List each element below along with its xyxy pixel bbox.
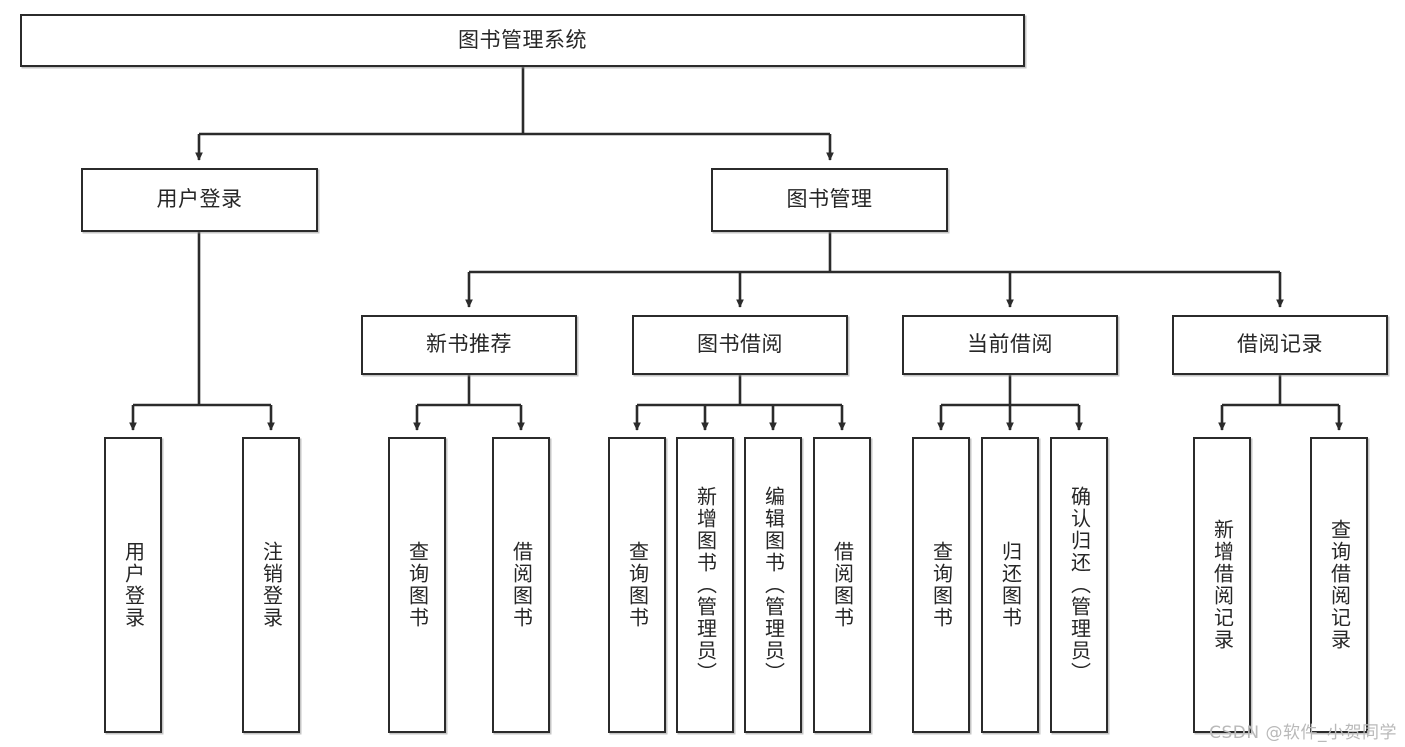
- node-leaf-add-record[interactable]: 新增借阅记录: [1193, 437, 1251, 733]
- node-leaf-query-book-3[interactable]: 查询图书: [912, 437, 970, 733]
- node-label: 编辑图书（管理员）: [761, 486, 786, 684]
- node-label: 查询图书: [929, 541, 954, 629]
- node-label: 用户登录: [156, 187, 243, 212]
- node-label: 图书管理系统: [458, 27, 587, 52]
- node-leaf-confirm-return[interactable]: 确认归还（管理员）: [1050, 437, 1108, 733]
- node-leaf-logout-login[interactable]: 注销登录: [242, 437, 300, 733]
- node-leaf-borrow-book-2[interactable]: 借阅图书: [813, 437, 871, 733]
- node-label: 新增图书（管理员）: [693, 486, 718, 684]
- node-label: 图书管理: [786, 187, 873, 212]
- node-label: 查询图书: [625, 541, 650, 629]
- node-leaf-user-login[interactable]: 用户登录: [104, 437, 162, 733]
- node-label: 新书推荐: [426, 332, 512, 357]
- node-leaf-borrow-book-1[interactable]: 借阅图书: [492, 437, 550, 733]
- node-leaf-query-book-1[interactable]: 查询图书: [388, 437, 446, 733]
- node-label: 查询图书: [405, 541, 430, 629]
- node-book-borrow[interactable]: 图书借阅: [632, 315, 848, 375]
- node-label: 用户登录: [121, 541, 146, 629]
- watermark-text: CSDN @软件_小贺同学: [1209, 723, 1397, 743]
- node-label: 注销登录: [259, 541, 284, 629]
- node-leaf-add-book[interactable]: 新增图书（管理员）: [676, 437, 734, 733]
- node-label: 借阅图书: [509, 541, 534, 629]
- node-book-management-system[interactable]: 图书管理系统: [20, 14, 1025, 67]
- node-current-borrow[interactable]: 当前借阅: [902, 315, 1118, 375]
- node-book-management[interactable]: 图书管理: [711, 168, 948, 232]
- node-borrow-record[interactable]: 借阅记录: [1172, 315, 1388, 375]
- node-label: 查询借阅记录: [1327, 519, 1352, 651]
- node-label: 借阅图书: [830, 541, 855, 629]
- node-label: 图书借阅: [697, 332, 783, 357]
- node-leaf-query-book-2[interactable]: 查询图书: [608, 437, 666, 733]
- node-label: 当前借阅: [967, 332, 1053, 357]
- node-label: 归还图书: [998, 541, 1023, 629]
- node-leaf-return-book[interactable]: 归还图书: [981, 437, 1039, 733]
- node-leaf-query-record[interactable]: 查询借阅记录: [1310, 437, 1368, 733]
- node-new-book-recommend[interactable]: 新书推荐: [361, 315, 577, 375]
- node-label: 借阅记录: [1237, 332, 1323, 357]
- node-label: 新增借阅记录: [1210, 519, 1235, 651]
- node-leaf-edit-book[interactable]: 编辑图书（管理员）: [744, 437, 802, 733]
- node-user-login[interactable]: 用户登录: [81, 168, 318, 232]
- node-label: 确认归还（管理员）: [1067, 486, 1092, 684]
